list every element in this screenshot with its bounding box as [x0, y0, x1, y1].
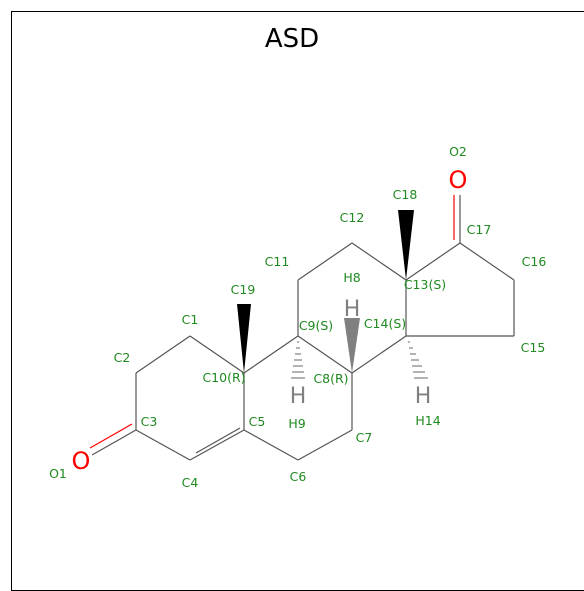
atom-label-c5: C5: [249, 414, 266, 429]
atom-label-h8: H8: [343, 270, 360, 285]
bond-c14-c8: [351, 335, 407, 374]
hydrogen-symbol-h14: H: [415, 384, 432, 409]
bond-c5-c6: [243, 429, 299, 461]
atom-label-c3: C3: [141, 414, 158, 429]
oxygen-symbol-o2: O: [449, 166, 468, 194]
atom-label-c10: C10(R): [202, 370, 245, 385]
atom-label-c8: C8(R): [313, 371, 348, 386]
bond-c3-o1-double: [89, 423, 133, 449]
atom-label-o1: O1: [49, 466, 67, 481]
bond-c3-o1: [91, 429, 137, 456]
bond-c6-c7: [297, 429, 353, 461]
oxygen-symbol-o1: O: [72, 447, 91, 475]
bond-c13-c17: [405, 242, 461, 281]
atom-label-h14: H14: [415, 413, 440, 428]
atom-label-c18: C18: [393, 187, 418, 202]
bond-c4-c5: [189, 429, 245, 461]
molecule-title: ASD: [264, 24, 320, 54]
bond-c3-c4: [135, 429, 191, 461]
wedge-c13-c18: [398, 210, 414, 280]
wedge-c10-c19: [237, 304, 251, 373]
atom-label-c7: C7: [356, 430, 373, 445]
atom-label-h9: H9: [288, 416, 305, 431]
atom-label-c1: C1: [182, 312, 199, 327]
atom-label-c15: C15: [521, 340, 546, 355]
atom-label-c16: C16: [522, 254, 547, 269]
atom-label-c13: C13(S): [404, 277, 446, 292]
bond-c1-c10: [189, 335, 245, 374]
bond-c9-c10: [243, 335, 299, 374]
bond-c17-c16: [459, 242, 515, 281]
atom-label-o2: O2: [449, 144, 467, 159]
wedge-c8-h8: [344, 318, 360, 373]
hash-c14-h14: [408, 341, 428, 379]
bond-c1-c2: [135, 335, 191, 374]
hydrogen-symbol-h9: H: [290, 384, 307, 409]
bond-c12-c13: [351, 242, 407, 281]
atom-label-c11: C11: [265, 254, 290, 269]
atom-label-c9: C9(S): [299, 318, 333, 333]
atom-label-c4: C4: [182, 475, 199, 490]
hydrogen-symbol-h8: H: [344, 297, 361, 322]
bond-c11-c12: [297, 242, 353, 281]
hash-c9-h9: [291, 341, 305, 379]
bond-c4-c5-double: [195, 427, 241, 454]
bond-c8-c9: [297, 335, 353, 374]
atom-label-c17: C17: [467, 222, 492, 237]
atom-label-c2: C2: [114, 350, 131, 365]
atom-label-c14: C14(S): [364, 316, 406, 331]
atom-label-c6: C6: [290, 469, 307, 484]
atom-label-c12: C12: [340, 210, 365, 225]
atom-label-c19: C19: [231, 282, 256, 297]
